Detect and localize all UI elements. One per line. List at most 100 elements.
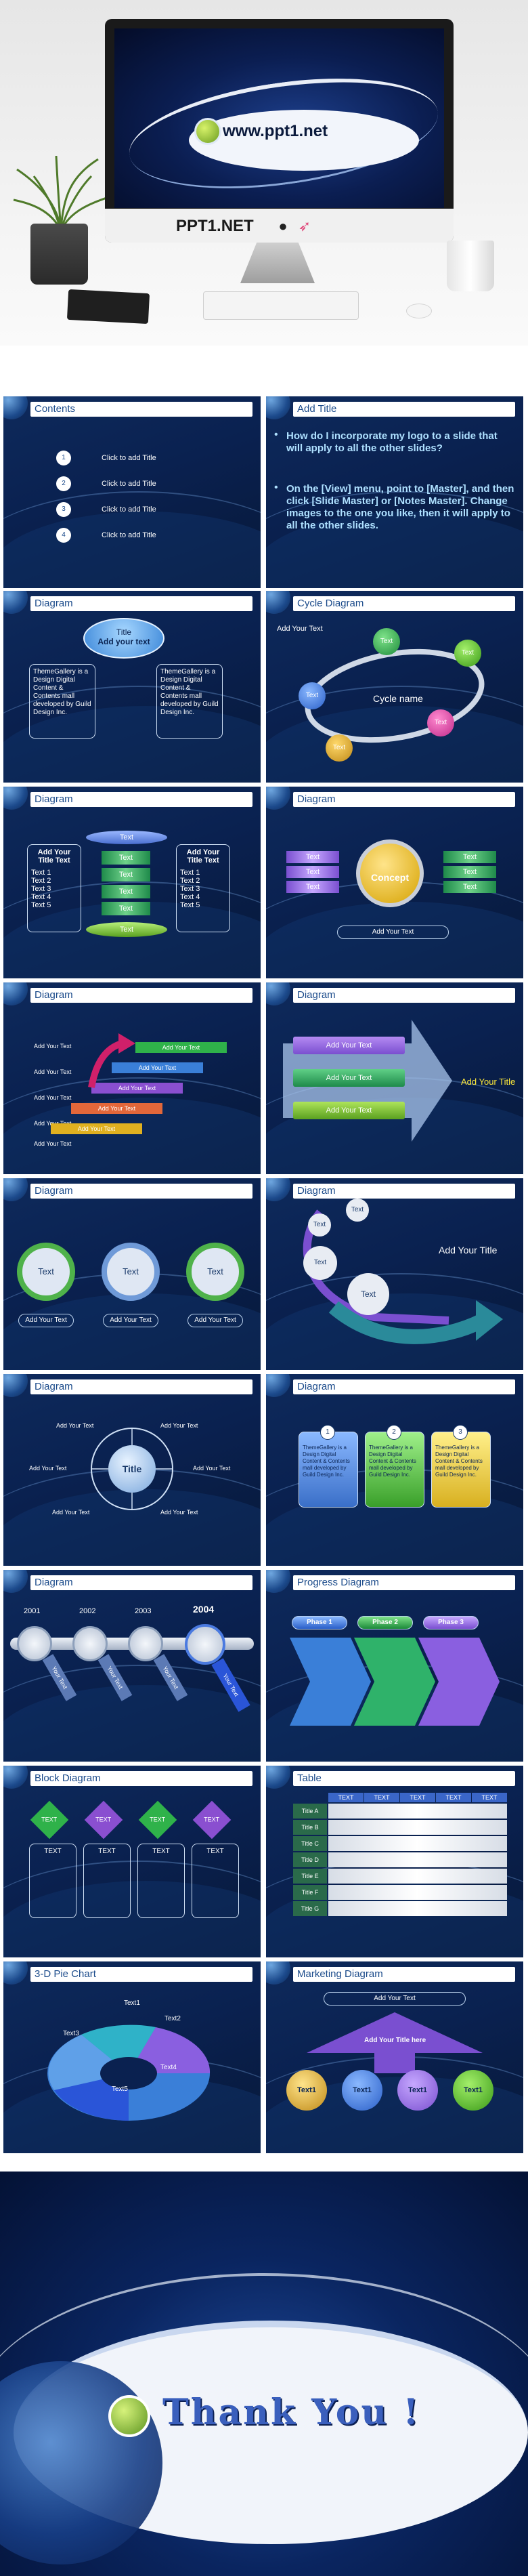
globe-icon [266,1570,290,1593]
slide-title: Diagram [297,989,336,1001]
phase-pill: Phase 3 [423,1616,479,1629]
contents-item: Click to add Title [102,505,156,514]
globe-icon [266,1374,290,1397]
arrow-ball-icon [194,118,221,145]
slide-marketing: Marketing Diagram Add Your Text Add Your… [266,1961,523,2153]
pie-label: Text5 [112,2085,128,2093]
slide-three-cards: Diagram ThemeGallery is a Design Digital… [266,1374,523,1566]
cylinder-band: Text [102,885,150,898]
phase-pill: Phase 2 [357,1616,413,1629]
year-label: 2002 [79,1607,96,1615]
brand-name: PPT1.NET [176,217,254,235]
year-label: 2004 [193,1604,215,1615]
block-box: TEXT [83,1844,131,1918]
row-label: Add Your Text [34,1068,72,1075]
right-band: Text [443,881,496,893]
roof-icon [307,2012,483,2053]
spoke-label: Add Your Text [56,1422,94,1429]
monitor: www.ppt1.net PPT1.NET ● ➶ [105,19,454,243]
slide-contents: Contents 1 Click to add Title 2 Click to… [3,396,261,588]
globe-icon [266,591,290,614]
table-row [328,1836,507,1851]
table-row-label: Title A [293,1804,327,1819]
slide-diagram-stack: Diagram Add Your Title Text Text 1 Text … [3,787,261,978]
stair-step: Add Your Text [135,1042,227,1053]
slide-concept: Diagram Text Text Text Concept Text Text… [266,787,523,978]
info-card: ThemeGallery is a Design Digital Content… [365,1432,424,1508]
hero-banner: www.ppt1.net PPT1.NET ● ➶ [0,0,528,346]
block-box: TEXT [192,1844,239,1918]
arrow-bar: Add Your Text [293,1102,405,1119]
slide-table: Table TEXT TEXT TEXT TEXT TEXT Title A T… [266,1766,523,1957]
stair-step: Add Your Text [51,1123,142,1134]
slide-title: Diagram [35,1577,73,1588]
left-band: Text [286,866,339,878]
bullet-text: How do I incorporate my logo to a slide … [286,430,498,454]
data-table: TEXT TEXT TEXT TEXT TEXT Title A Title B… [293,1793,510,1916]
slide-title: Diagram [35,1381,73,1392]
cylinder-bottom: Text [86,922,167,937]
diamond: TEXT [192,1800,232,1840]
slide-title: Marketing Diagram [297,1968,383,1980]
card-number: 3 [453,1425,468,1440]
cycle-node: Text [299,682,326,709]
right-list-box: Add Your Title Text Text 1 Text 2 Text 3… [176,844,230,932]
table-row-label: Title E [293,1869,327,1884]
arrow-bar: Add Your Text [293,1037,405,1054]
contents-item: Click to add Title [102,531,156,539]
concept-circle: Concept [356,839,424,907]
card-number: 1 [320,1425,335,1440]
slide-title: 3-D Pie Chart [35,1968,96,1980]
donut-chart [47,2024,211,2121]
stair-step: Add Your Text [71,1103,162,1114]
notebook [66,289,150,325]
up-arrow-icon [88,1033,135,1088]
center-circle: Title [108,1445,156,1493]
left-band: Text [286,851,339,863]
slide-title: Table [297,1772,322,1784]
slide-ball-arrow: Diagram Text Text Text Text Add Your Tit… [266,1178,523,1370]
small-ball: Text [346,1199,369,1222]
info-card: ThemeGallery is a Design Digital Content… [299,1432,358,1508]
timeline-node [185,1624,225,1665]
table-header: TEXT [328,1793,364,1802]
globe-icon [3,591,28,614]
slide-title: Progress Diagram [297,1577,379,1588]
spoke-label: Add Your Text [193,1465,231,1472]
mouse [406,304,432,318]
pie-label: Text4 [160,2064,177,2071]
bullet-text: On the [View] menu, point to [Master], a… [286,483,514,531]
center-oval: Title Add your text [83,618,164,659]
contents-item: Click to add Title [102,454,156,462]
globe-icon [266,982,290,1005]
slide-arrow-bars: Diagram Add Your Text Add Your Text Add … [266,982,523,1174]
table-row-label: Title B [293,1820,327,1835]
table-row-label: Title C [293,1836,327,1851]
thank-you-slide: Thank You ! [0,2172,528,2576]
block-box: TEXT [29,1844,76,1918]
table-row-label: Title G [293,1901,327,1916]
slide-three-circles: Diagram Text Text Text Add Your Text Add… [3,1178,261,1370]
row-label: Add Your Text [34,1140,72,1147]
cylinder-band: Text [102,851,150,865]
plant-pot [30,224,88,285]
table-header: TEXT [436,1793,471,1802]
diamond: TEXT [138,1800,177,1840]
left-band: Text [286,881,339,893]
right-band: Text [443,851,496,863]
monitor-chin: PPT1.NET ● ➶ [105,209,454,243]
item-number: 2 [56,476,71,491]
table-row [328,1820,507,1835]
globe-icon [266,1961,290,1985]
arrow-title: Add Your Title [439,1245,498,1255]
slide-staircase: Diagram Add Your Text Add Your Text Add … [3,982,261,1174]
table-header: TEXT [472,1793,507,1802]
cycle-node: Text [427,709,454,736]
slide-block: Block Diagram TEXT TEXT TEXT TEXT TEXT T… [3,1766,261,1957]
marketing-ball: Text1 [397,2070,438,2111]
slide-title: Diagram [35,1185,73,1197]
cylinder-band: Text [102,902,150,915]
monitor-stand [240,243,315,283]
table-row-label: Title D [293,1852,327,1867]
spoke-label: Add Your Text [160,1509,198,1516]
